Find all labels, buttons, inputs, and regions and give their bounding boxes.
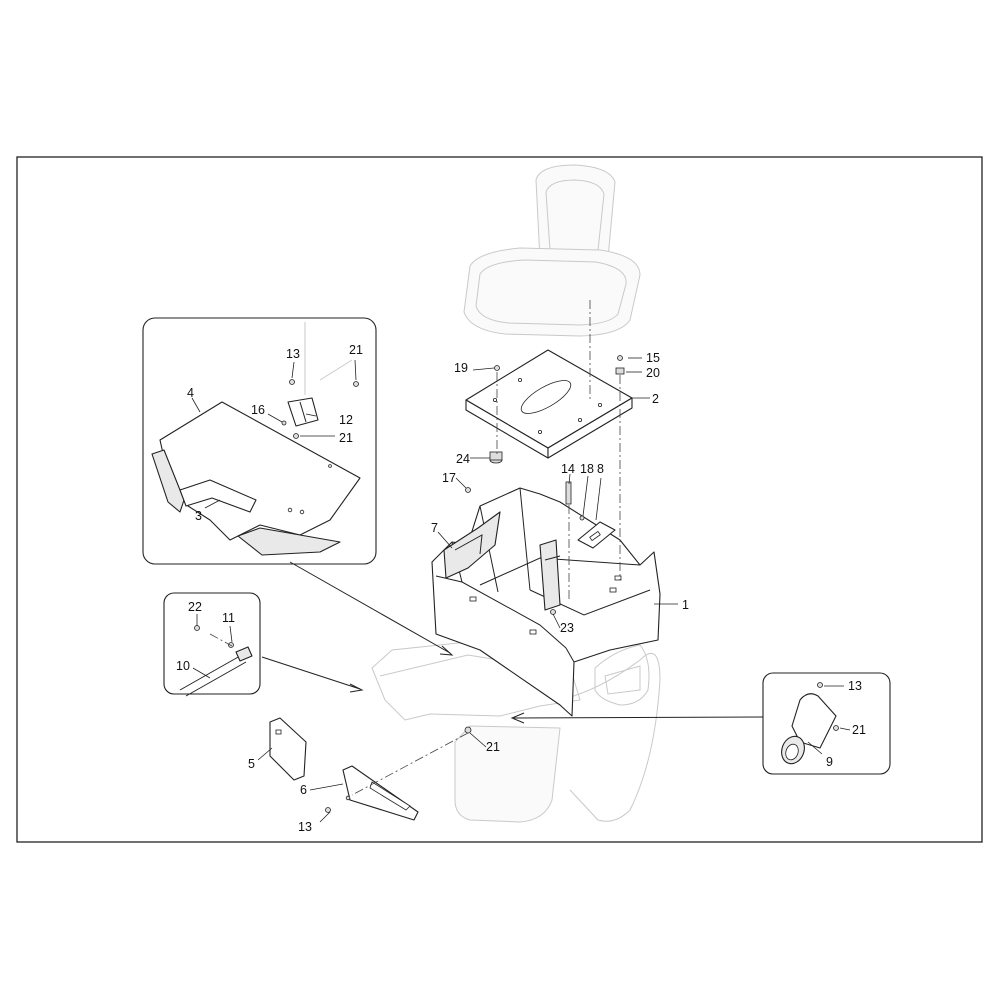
plate-part-8 bbox=[577, 521, 616, 549]
callout-13-bottom: 13 bbox=[298, 820, 312, 834]
hardware bbox=[464, 355, 625, 734]
callout-2: 2 bbox=[652, 392, 659, 406]
callout-1: 1 bbox=[682, 598, 689, 612]
callout-21-panel: 21 bbox=[339, 431, 353, 445]
callout-5: 5 bbox=[248, 757, 255, 771]
callout-19: 19 bbox=[454, 361, 468, 375]
inset-hose bbox=[163, 592, 261, 697]
bracket-part-7 bbox=[443, 511, 501, 579]
inset-cylinder bbox=[762, 672, 891, 775]
callout-10: 10 bbox=[176, 659, 190, 673]
callout-4: 4 bbox=[187, 386, 194, 400]
callout-6: 6 bbox=[300, 783, 307, 797]
inset-panel-4 bbox=[142, 317, 377, 565]
callout-12: 12 bbox=[339, 413, 353, 427]
callout-16: 16 bbox=[251, 403, 265, 417]
callout-21-bottom: 21 bbox=[486, 740, 500, 754]
callout-22: 22 bbox=[188, 600, 202, 614]
callout-7: 7 bbox=[431, 521, 438, 535]
callout-21-cylinder: 21 bbox=[852, 723, 866, 737]
bumper-part-24 bbox=[489, 451, 503, 464]
callout-3: 3 bbox=[195, 509, 202, 523]
plate-part-6 bbox=[325, 765, 419, 821]
callout-18: 18 bbox=[580, 462, 594, 476]
body-ghost bbox=[371, 641, 661, 823]
callout-11: 11 bbox=[222, 611, 235, 625]
callout-20: 20 bbox=[646, 366, 660, 380]
housing-part-1 bbox=[431, 487, 661, 717]
callout-15: 15 bbox=[646, 351, 660, 365]
alignment-lines bbox=[209, 300, 621, 796]
callout-23: 23 bbox=[560, 621, 574, 635]
callout-17: 17 bbox=[442, 471, 456, 485]
callout-13-cylinder: 13 bbox=[848, 679, 862, 693]
callout-14: 14 bbox=[561, 462, 575, 476]
callout-21-top: 21 bbox=[349, 343, 363, 357]
callout-8: 8 bbox=[597, 462, 604, 476]
callout-24: 24 bbox=[456, 452, 470, 466]
plate-part-5 bbox=[269, 717, 307, 781]
callout-labels: 1 2 3 4 5 6 7 8 9 10 11 12 13 13 13 14 1… bbox=[176, 343, 866, 834]
callout-9: 9 bbox=[826, 755, 833, 769]
callout-13-top: 13 bbox=[286, 347, 300, 361]
drawing-frame bbox=[16, 156, 983, 843]
assembly-arrows bbox=[261, 561, 764, 724]
seat-ghost bbox=[463, 164, 641, 337]
seat-plate-part-2 bbox=[465, 349, 633, 459]
leader-lines bbox=[191, 357, 851, 823]
